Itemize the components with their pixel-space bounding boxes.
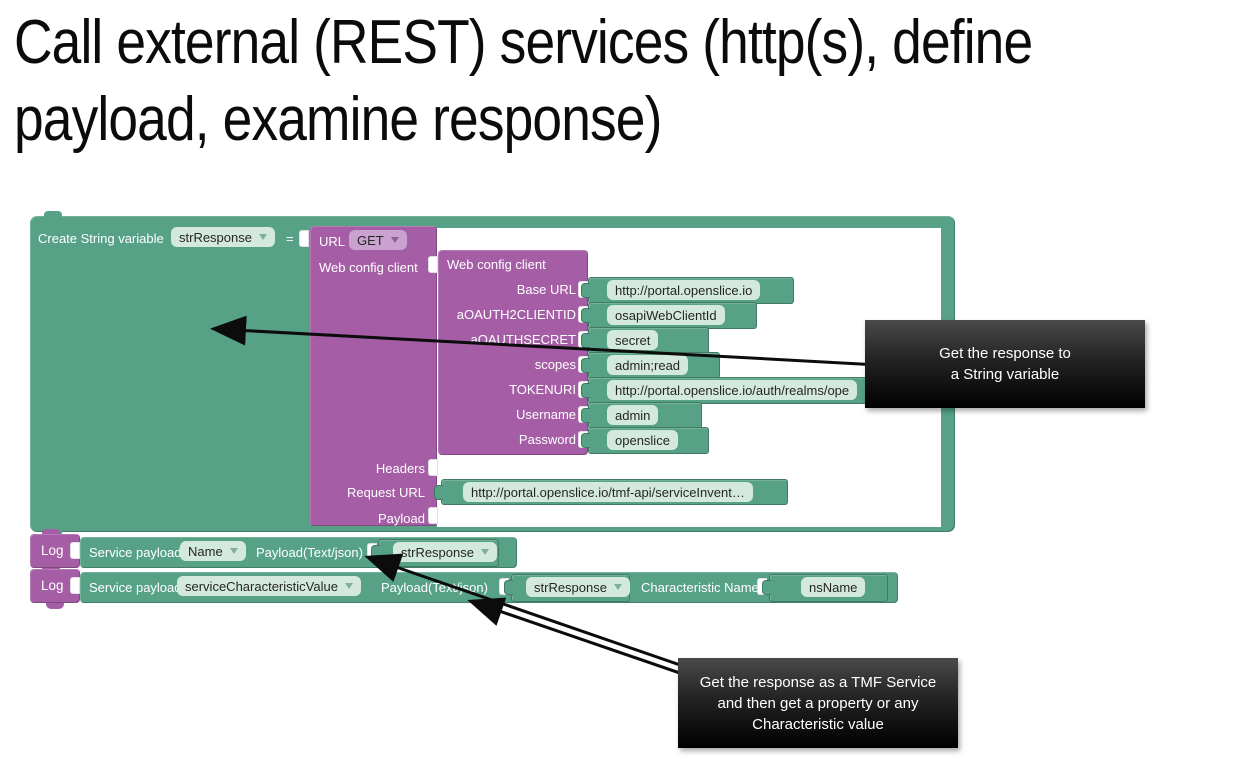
str-response-variable-block[interactable]: strResponse xyxy=(371,539,499,567)
property-dropdown[interactable]: Name xyxy=(180,541,246,561)
dropdown-arrow-icon xyxy=(258,234,267,240)
base-url-value-block[interactable]: http://portal.openslice.io xyxy=(581,277,794,304)
request-url-field[interactable]: http://portal.openslice.io/tmf-api/servi… xyxy=(463,482,753,502)
characteristic-name-label: Characteristic Name xyxy=(641,580,759,595)
field-label-username: Username xyxy=(516,407,576,422)
callout-line: Get the response to xyxy=(939,345,1071,362)
property-dropdown-label: Name xyxy=(188,543,223,559)
web-config-client-title: Web config client xyxy=(447,257,546,272)
callout-line: and then get a property or any xyxy=(717,694,919,712)
log-label: Log xyxy=(41,578,64,593)
characteristic-name-field[interactable]: nsName xyxy=(801,577,866,597)
base-url-field[interactable]: http://portal.openslice.io xyxy=(607,280,761,300)
callout-line: Get the response as a TMF Service xyxy=(699,673,937,691)
request-url-label: Request URL xyxy=(346,485,425,500)
field-label-oauth2clientid: aOAUTH2CLIENTID xyxy=(456,307,576,322)
property-dropdown-label: serviceCharacteristicValue xyxy=(185,578,338,594)
block-top-connector xyxy=(44,211,62,217)
service-payload-label: Service payload xyxy=(89,580,182,595)
variable-dropdown-label: strResponse xyxy=(534,579,607,595)
field-label-base-url: Base URL xyxy=(516,282,576,297)
payload-text-json-label: Payload(Text/json) xyxy=(256,545,363,560)
value-socket xyxy=(299,230,309,247)
payload-socket xyxy=(428,507,438,524)
dropdown-arrow-icon xyxy=(229,548,238,554)
password-field[interactable]: openslice xyxy=(607,430,678,450)
headers-label: Headers xyxy=(375,461,425,476)
url-label: URL xyxy=(319,234,346,249)
log-value-socket xyxy=(70,542,80,559)
callout-line: a String variable xyxy=(950,366,1060,383)
scopes-value-block[interactable]: admin;read xyxy=(581,352,720,379)
property-dropdown[interactable]: serviceCharacteristicValue xyxy=(177,576,361,596)
log-value-socket xyxy=(70,577,80,594)
service-payload-block[interactable]: Service payload Name Payload(Text/json) … xyxy=(80,537,517,568)
dropdown-arrow-icon xyxy=(480,549,489,555)
oauth2clientid-value-block[interactable]: osapiWebClientId xyxy=(581,302,757,329)
characteristic-name-value-block[interactable]: nsName xyxy=(762,574,888,602)
callout-line: Characteristic value xyxy=(752,715,884,733)
log-bottom-connector xyxy=(46,602,64,609)
create-variable-label: Create String variable xyxy=(38,231,164,246)
variable-dropdown[interactable]: strResponse xyxy=(171,227,275,247)
headers-socket xyxy=(428,459,438,476)
request-url-value-block[interactable]: http://portal.openslice.io/tmf-api/servi… xyxy=(434,479,788,505)
log-label: Log xyxy=(41,543,64,558)
dropdown-arrow-icon xyxy=(344,583,353,589)
payload-text-json-label: Payload(Text/json) xyxy=(381,580,488,595)
equals-label: = xyxy=(286,231,294,246)
dropdown-arrow-icon xyxy=(390,237,399,243)
variable-dropdown-label: strResponse xyxy=(401,544,474,560)
http-method-label: GET xyxy=(357,232,384,248)
password-value-block[interactable]: openslice xyxy=(581,427,709,454)
scopes-field[interactable]: admin;read xyxy=(607,355,689,375)
field-label-tokenuri: TOKENURI xyxy=(509,382,576,397)
variable-dropdown[interactable]: strResponse xyxy=(526,577,630,597)
field-label-password: Password xyxy=(518,432,576,447)
str-response-variable-block[interactable]: strResponse xyxy=(504,574,630,602)
payload-label: Payload xyxy=(378,511,425,526)
callout-string-variable: Get the response to a String variable xyxy=(865,320,1145,408)
web-config-client-block[interactable]: Web config client Base URL aOAUTH2CLIENT… xyxy=(438,250,588,455)
log-top-connector xyxy=(42,529,60,535)
oauth2clientid-field[interactable]: osapiWebClientId xyxy=(607,305,725,325)
service-payload-block[interactable]: Service payload serviceCharacteristicVal… xyxy=(80,572,898,603)
username-value-block[interactable]: admin xyxy=(581,402,702,429)
field-label-scopes: scopes xyxy=(534,357,576,372)
page-title-line1: Call external (REST) services (http(s), … xyxy=(14,8,1033,77)
url-block[interactable]: URL GET Web config client Headers Reques… xyxy=(310,226,437,526)
dropdown-arrow-icon xyxy=(613,584,622,590)
client-input-label: Web config client xyxy=(319,260,418,275)
client-socket xyxy=(428,256,438,273)
variable-dropdown[interactable]: strResponse xyxy=(393,542,497,562)
username-field[interactable]: admin xyxy=(607,405,659,425)
variable-dropdown-label: strResponse xyxy=(179,229,252,245)
oauthsecret-value-block[interactable]: secret xyxy=(581,327,709,354)
page-title-line2: payload, examine response) xyxy=(14,85,662,154)
oauthsecret-field[interactable]: secret xyxy=(607,330,659,350)
service-payload-label: Service payload xyxy=(89,545,182,560)
field-label-oauthsecret: aOAUTHSECRET xyxy=(470,332,576,347)
tokenuri-field[interactable]: http://portal.openslice.io/auth/realms/o… xyxy=(607,380,858,400)
http-method-dropdown[interactable]: GET xyxy=(349,230,407,250)
callout-tmf-service: Get the response as a TMF Service and th… xyxy=(678,658,958,748)
page-title: Call external (REST) services (http(s), … xyxy=(14,4,1033,158)
